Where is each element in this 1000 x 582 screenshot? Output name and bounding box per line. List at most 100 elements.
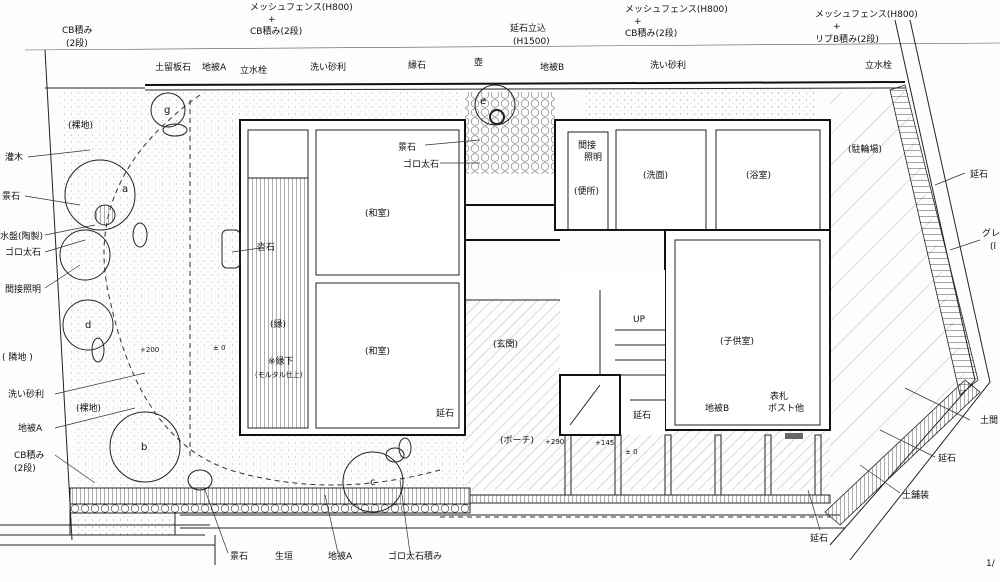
ground-fills (60, 88, 965, 490)
label-fence-right-3: リブB積み(2段) (815, 33, 879, 45)
label-nobeishi-tatekomi-2: (H1500) (513, 37, 550, 47)
label-hyosatsu-1: 表札 (770, 390, 788, 402)
label-nobeishi-tatekomi-1: 延石立込 (510, 22, 546, 34)
tree-key-c: c (370, 477, 376, 488)
room-churinjo: (駐輪場) (848, 143, 882, 155)
level-en: ± 0 (213, 344, 226, 352)
note-enshita-2: (モルタル仕上) (255, 370, 303, 379)
label-fence-left-2: + (268, 15, 276, 25)
south-labels: 景石 生垣 地被A ゴロ太石積み (230, 550, 442, 562)
label-cb-west-1: CB積み (14, 449, 44, 461)
level-porch: +290 (545, 438, 564, 446)
staircase (569, 290, 665, 426)
west-labels: (裸地) 灌木 景石 水盤(陶製) ゴロ太石 間接照明 ( 隣地 ) 洗い砂利 … (0, 119, 101, 474)
label-gorota-court: ゴロ太石 (403, 158, 439, 170)
level-step: +145 (595, 439, 614, 447)
label-kansetsu-court-2: 照明 (584, 152, 602, 163)
label-chihiA-south: 地被A (328, 550, 353, 562)
label-ritsusuisen-1: 立水栓 (240, 64, 267, 76)
level-garden: +200 (140, 346, 159, 354)
label-kansetsu-west: 間接照明 (5, 283, 41, 295)
room-en: (縁) (270, 318, 286, 330)
label-cb-corner-1: CB積み (62, 24, 92, 36)
label-nobeishi-east-2: 延石 (938, 452, 956, 464)
room-porch: (ポーチ) (500, 435, 534, 446)
label-ikegaki: 生垣 (275, 550, 293, 562)
tree-a (64, 159, 136, 231)
label-doma: 土間 (980, 414, 998, 426)
label-suiban: 水盤(陶製) (0, 230, 43, 242)
room-genkan: (玄関) (493, 338, 518, 350)
label-chihiB-south: 地被B (705, 402, 729, 414)
water-basin (94, 204, 116, 226)
label-nobeishi-porch: 延石 (633, 409, 651, 421)
label-stairs-up: UP (633, 315, 646, 325)
label-gorota-west: ゴロ太石 (5, 246, 41, 258)
label-gorota-zumi: ゴロ太石積み (388, 550, 442, 562)
top-labels: メッシュフェンス(H800) + CB積み(2段) CB積み (2段) 延石立込… (62, 3, 918, 49)
label-arai-jari-west: 洗い砂利 (8, 388, 44, 400)
tree-key-e: e (480, 96, 486, 107)
room-senmen: (洗面) (643, 169, 668, 181)
label-nobeishi-east-1: 延石 (970, 168, 988, 180)
tree-c (342, 451, 404, 513)
label-fence-right-1: メッシュフェンス(H800) (815, 10, 918, 20)
tree-b (109, 411, 181, 483)
house-floorplan (221, 119, 831, 496)
label-rinchi: ( 隣地 ) (2, 351, 33, 363)
label-cb-west-2: (2段) (14, 462, 36, 474)
kutsuishi-stone (221, 229, 241, 269)
label-kansetsu-court-1: 間接 (578, 139, 596, 151)
label-nobeishi-east-3: 延石 (810, 532, 828, 544)
room-benjo: (便所) (574, 185, 599, 197)
label-kutsuishi: 沓石 (257, 241, 275, 253)
label-nobeishi-entry: 延石 (436, 407, 454, 419)
label-dodome: 土留板石 (155, 61, 191, 73)
label-keiseki-south: 景石 (230, 551, 248, 562)
label-rachi-1: (裸地) (68, 119, 93, 131)
tree-key-b: b (141, 442, 147, 453)
label-fence-left-3: CB積み(2段) (250, 25, 302, 37)
label-fence-mid-1: メッシュフェンス(H800) (625, 5, 728, 15)
planting (59, 84, 516, 513)
label-tsubo: 壺 (474, 56, 483, 68)
tree-g (150, 92, 186, 128)
room-kodomo: (子供室) (720, 335, 754, 347)
label-dohoso: 土舗装 (902, 489, 929, 501)
hedge-ikegaki (69, 487, 831, 536)
note-enshita-1: ※縁下 (268, 355, 294, 367)
tree-e (474, 84, 516, 126)
label-kanboku: 灌木 (5, 151, 23, 163)
north-labels: 土留板石 地被A 立水栓 洗い砂利 縁石 壺 地被B 洗い砂利 立水栓 (155, 56, 892, 76)
level-road: ± 0 (625, 448, 638, 456)
tree-d (62, 299, 114, 351)
label-fence-mid-2: + (634, 17, 642, 27)
label-arai-jari-2: 洗い砂利 (650, 59, 686, 71)
porch-columns (564, 434, 822, 496)
tree-key-d: d (85, 320, 91, 331)
label-keiseki-court: 景石 (398, 142, 416, 153)
label-fence-mid-3: CB積み(2段) (625, 27, 677, 39)
room-yokushitsu: (浴室) (746, 169, 771, 181)
leader-lines (24, 139, 981, 554)
nameplate-post (785, 433, 803, 439)
room-washitsu-1: (和室) (365, 207, 390, 219)
label-gure-2: (l (990, 242, 996, 252)
label-chihiA-north: 地被A (202, 61, 227, 73)
label-cb-corner-2: (2段) (66, 37, 88, 49)
label-chihiA-west: 地被A (18, 422, 43, 434)
inner-labels: 景石 ゴロ太石 間接 照明 沓石 UP 延石 延石 地被B 表札 ポスト他 (257, 139, 804, 421)
level-labels: +200 ± 0 +290 +145 ± 0 (140, 344, 638, 456)
label-arai-jari-1: 洗い砂利 (310, 61, 346, 73)
east-labels: 延石 グレ (l 土間 延石 土舗装 延石 (810, 168, 1000, 544)
label-gure-1: グレ (982, 227, 1000, 239)
tree-key-a: a (122, 184, 128, 195)
label-hyosatsu-2: ポスト他 (768, 402, 804, 414)
label-fence-left-1: メッシュフェンス(H800) (250, 3, 353, 13)
label-rachi-2: (裸地) (76, 402, 101, 414)
label-fuchiishi: 縁石 (408, 59, 426, 71)
property-boundaries (0, 19, 1000, 565)
room-washitsu-2: (和室) (365, 345, 390, 357)
room-labels: (和室) (和室) (縁) ※縁下 (モルタル仕上) (玄関) (便所) (洗面… (255, 143, 882, 446)
